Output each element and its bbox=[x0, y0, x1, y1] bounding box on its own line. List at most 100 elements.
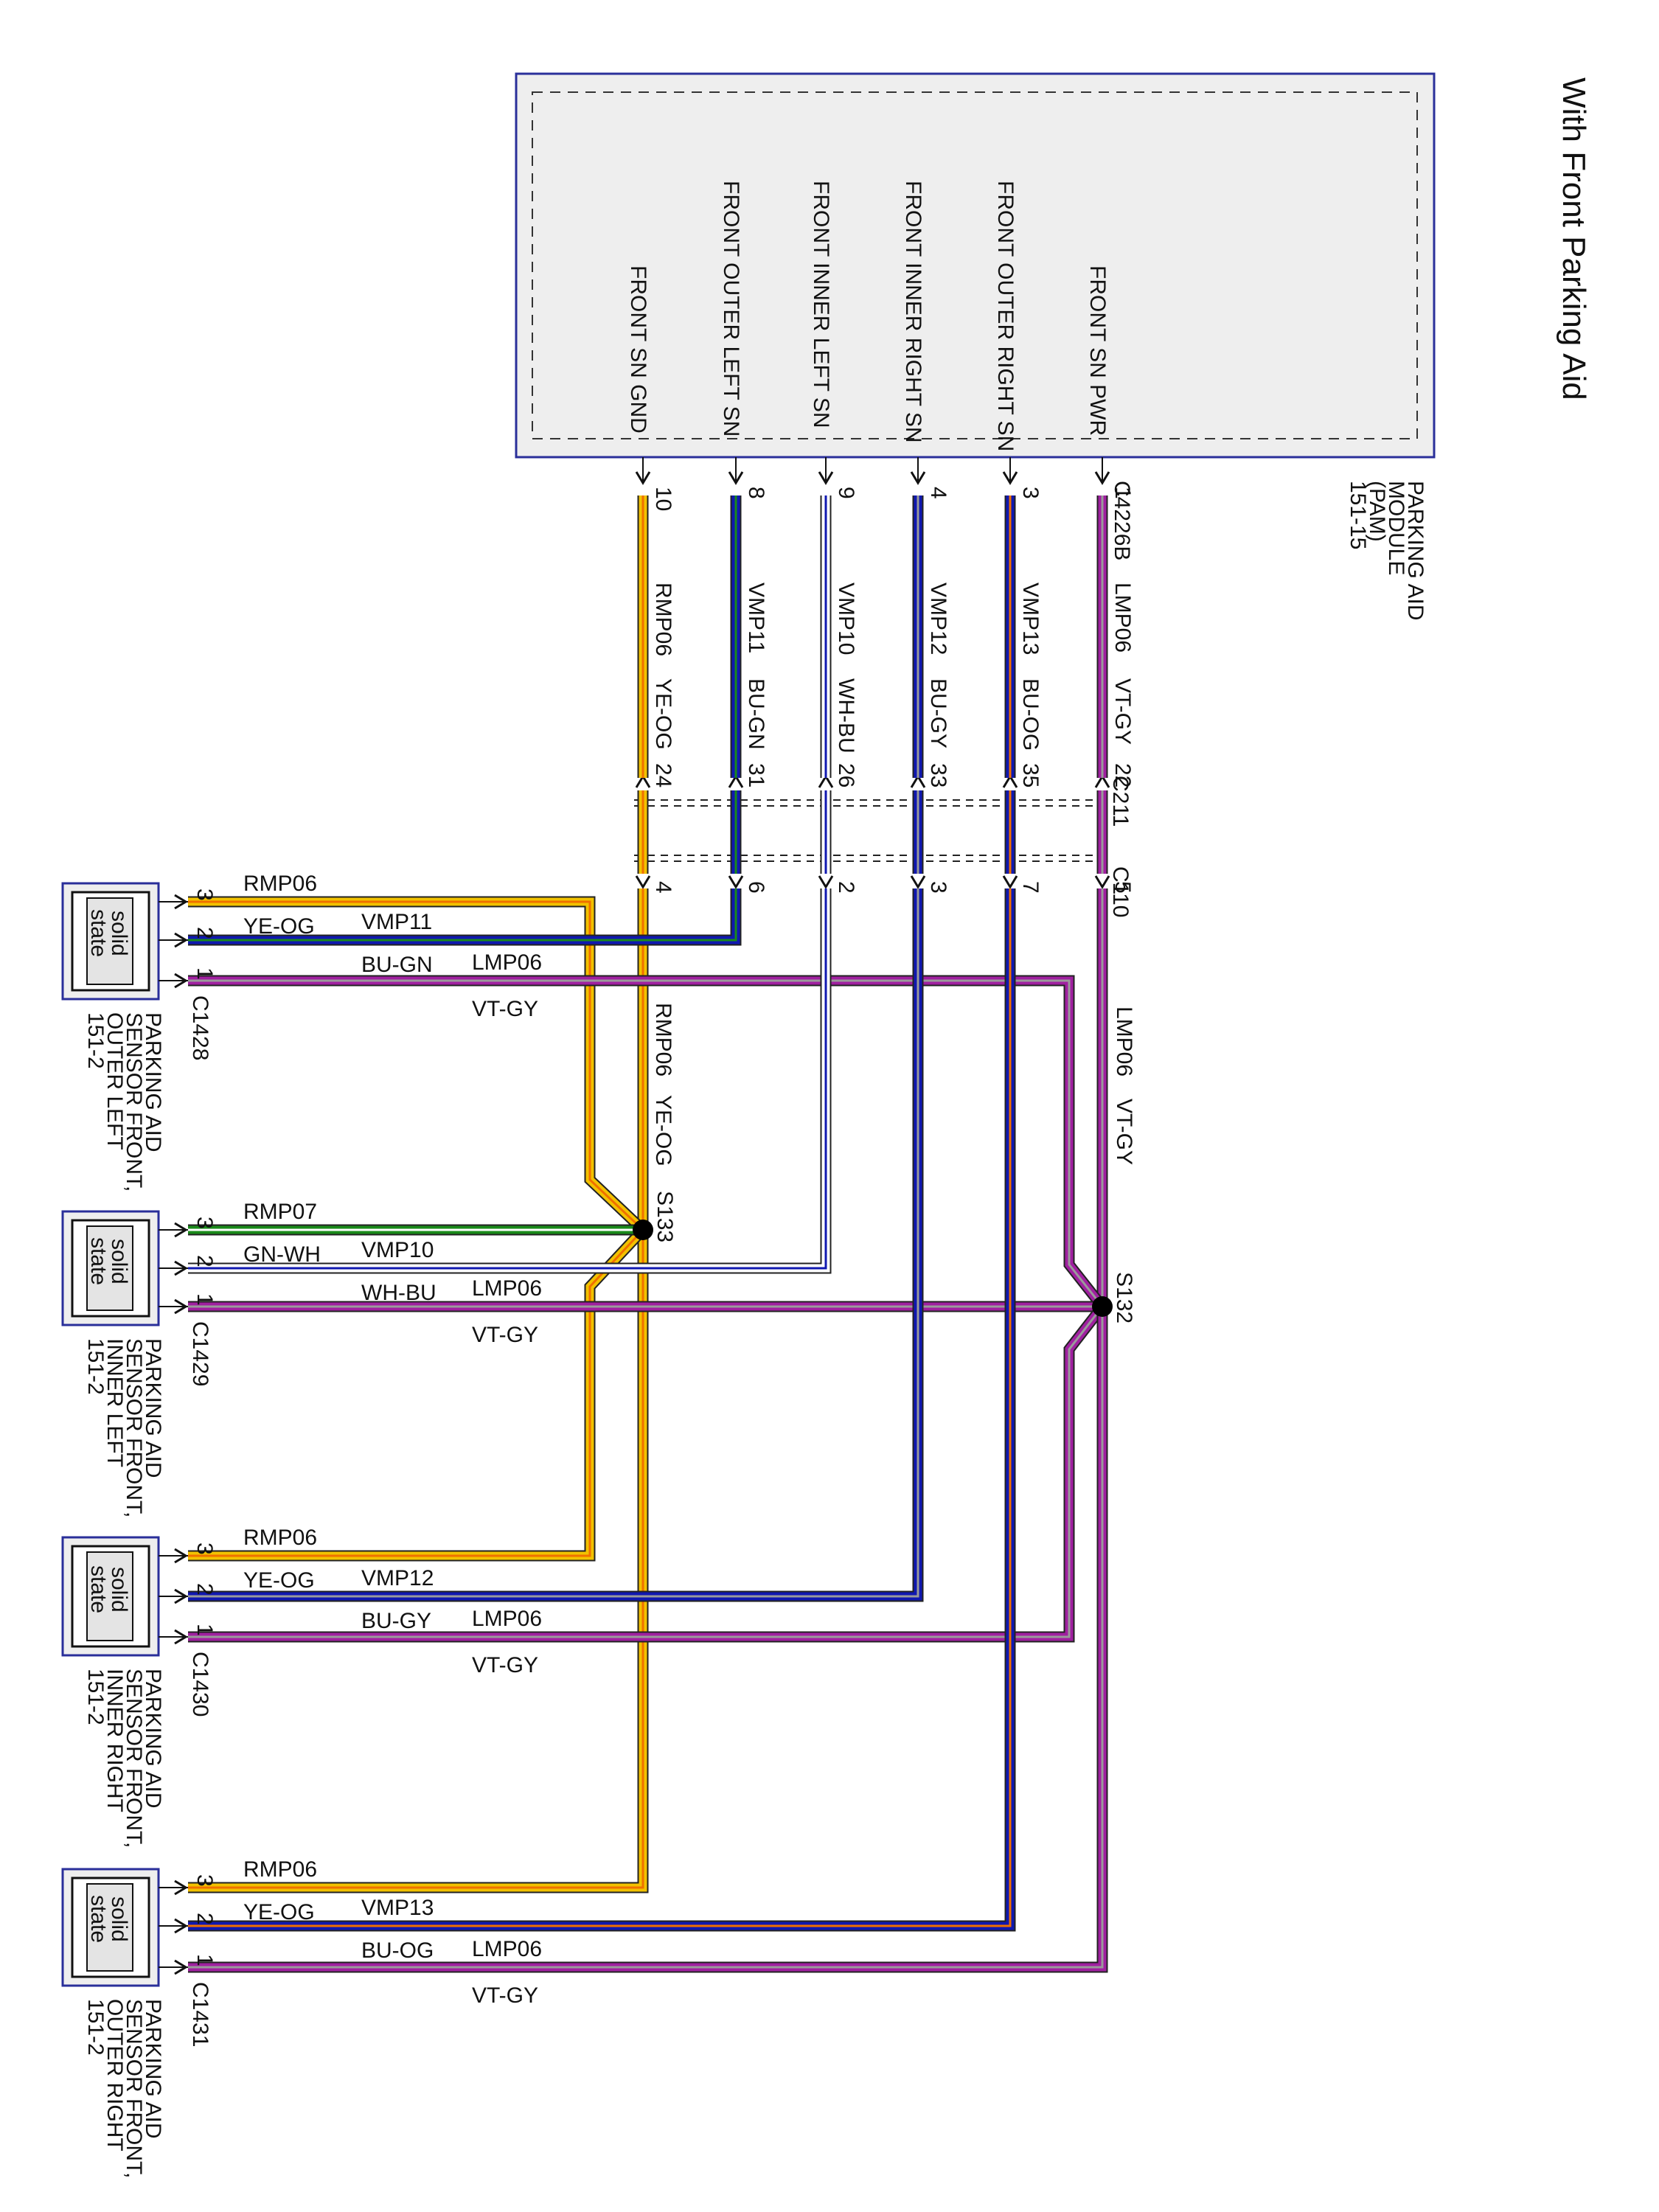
sensor-wire-circuit-label: VMP12 bbox=[361, 1566, 434, 1590]
sensor-wire-circuit-label: RMP06 bbox=[243, 1857, 317, 1882]
c110-pin-number: 7 bbox=[1018, 881, 1043, 894]
module-box bbox=[515, 72, 1436, 459]
solid-state-text: solid bbox=[107, 1896, 131, 1942]
module-pin-number: 9 bbox=[834, 487, 858, 499]
wire-rmp06-inner-right bbox=[188, 1227, 647, 1560]
sensor-name-line: INNER LEFT bbox=[102, 1338, 127, 1467]
module-pin-number: 4 bbox=[926, 487, 950, 499]
wire-rmp06-inner-right-outline bbox=[188, 1225, 647, 1562]
c211-pin-number: 31 bbox=[744, 763, 768, 787]
splice-s133: S133 bbox=[633, 1191, 677, 1242]
module-connector-label: C4226B bbox=[1110, 481, 1134, 560]
sensor-name-line: PARKING AID bbox=[141, 1338, 165, 1478]
sensor-name-line: 151-2 bbox=[83, 1012, 108, 1069]
module-label-line: MODULE bbox=[1384, 481, 1408, 575]
module-pin-number: 3 bbox=[1018, 487, 1043, 499]
module-label-line: (PAM) bbox=[1365, 481, 1389, 542]
solid-state-box bbox=[86, 897, 133, 985]
solid-state-text: state bbox=[86, 1565, 111, 1613]
wire-rmp06-outer-left-stripe bbox=[188, 900, 644, 1231]
sensor-connector-label: C1429 bbox=[188, 1321, 212, 1386]
module-label: PARKING AID MODULE (PAM) 151-15 bbox=[1346, 481, 1427, 621]
sensor-wire-color-label: YE-OG bbox=[243, 1568, 315, 1593]
sensor-pin-arrow bbox=[174, 894, 188, 910]
c211-pin-arrow bbox=[1094, 774, 1110, 788]
solid-state-box bbox=[86, 1225, 133, 1311]
harness-wire-color-label: BU-OG bbox=[1018, 678, 1043, 751]
sensor-wire-color-label: VT-GY bbox=[472, 1653, 538, 1677]
trunk-label-ye-og: YE-OG bbox=[651, 1095, 675, 1166]
harness-wire-color-label: BU-GY bbox=[926, 678, 950, 748]
harness-wire-circuit-label: VMP10 bbox=[834, 582, 858, 655]
sensor-wire-color-label: YE-OG bbox=[243, 914, 315, 939]
sensor-wire-color-label: BU-GN bbox=[361, 953, 433, 977]
wire-rmp06-outer-left bbox=[188, 897, 646, 1233]
sensor-wire-color-label: VT-GY bbox=[472, 997, 538, 1021]
sensor-pin-number: 1 bbox=[192, 967, 217, 980]
inline-connector-c211 bbox=[633, 799, 1107, 807]
sensor-pin-number: 1 bbox=[192, 1293, 217, 1306]
sensor-pin-arrow bbox=[174, 1588, 188, 1604]
sensor-name-line: SENSOR FRONT, bbox=[122, 1999, 146, 2178]
sensor-connector-label: C1428 bbox=[188, 995, 212, 1060]
solid-state-text: solid bbox=[107, 1239, 131, 1284]
c211-pin-arrow bbox=[910, 774, 926, 788]
module-pin-function-label: FRONT OUTER LEFT SN bbox=[719, 181, 743, 437]
c211-pin-number: 22 bbox=[1110, 763, 1135, 787]
c211-pin-arrow bbox=[818, 774, 834, 788]
sensor-pin-arrow bbox=[174, 1260, 188, 1276]
sensor-pin-number: 2 bbox=[192, 927, 217, 939]
c211-pin-number: 24 bbox=[651, 763, 675, 787]
c211-pin-number: 33 bbox=[926, 763, 950, 787]
wires bbox=[188, 495, 1108, 1973]
sensor-wire-color-label: WH-BU bbox=[361, 1281, 437, 1305]
sensor-wire-circuit-label: VMP11 bbox=[361, 910, 432, 934]
module-dashed-box bbox=[532, 91, 1418, 439]
sensor-pin-arrow bbox=[174, 1959, 188, 1975]
sensor-pin-number: 3 bbox=[192, 1874, 217, 1887]
c110-pin-arrow bbox=[1094, 875, 1110, 889]
c110-pin-arrow bbox=[818, 875, 834, 889]
c211-label: C211 bbox=[1108, 776, 1133, 827]
c211-pin-arrow bbox=[728, 774, 744, 788]
module-pin-number: 8 bbox=[744, 487, 768, 499]
module-pin-number: 1 bbox=[1110, 487, 1135, 499]
splice-s133-dot bbox=[633, 1220, 653, 1240]
solid-state-text: state bbox=[86, 1237, 111, 1285]
sensor-name-line: OUTER LEFT bbox=[102, 1012, 127, 1150]
sensor-wire-circuit-label: RMP06 bbox=[243, 872, 317, 896]
wire-lmp06-inner-right-stripe bbox=[188, 1306, 1104, 1638]
harness-wire-circuit-label: VMP12 bbox=[926, 582, 950, 655]
splice-s132-dot bbox=[1092, 1296, 1113, 1317]
splice-s132-label: S132 bbox=[1112, 1272, 1136, 1324]
c110-pin-number: 5 bbox=[1110, 881, 1135, 894]
trunk-label-lmp06: LMP06 bbox=[1112, 1006, 1136, 1077]
solid-state-box bbox=[86, 1883, 133, 1972]
sensor-pin-number: 1 bbox=[192, 1624, 217, 1636]
wire-vmp13-outline bbox=[188, 888, 1016, 1932]
sensor-name-line: SENSOR FRONT, bbox=[122, 1012, 146, 1192]
c110-label: C110 bbox=[1108, 866, 1133, 918]
wire-lmp06-outer-left-stripe bbox=[188, 979, 1104, 1307]
c110-pin-arrow bbox=[728, 875, 744, 889]
sensor-pin-arrow bbox=[174, 1548, 188, 1564]
sensor-pin-arrow bbox=[174, 1222, 188, 1238]
sensor-name-line: INNER RIGHT bbox=[102, 1669, 127, 1812]
harness-wire-color-label: WH-BU bbox=[834, 678, 858, 754]
module-pin-function-label: FRONT SN PWR bbox=[1085, 265, 1110, 436]
harness-wire-color-label: VT-GY bbox=[1110, 678, 1135, 745]
sensor-pin-arrow bbox=[174, 1629, 188, 1645]
sensor-pin-number: 2 bbox=[192, 1255, 217, 1267]
sensor-wire-color-label: YE-OG bbox=[243, 1900, 315, 1924]
c110-pin-number: 4 bbox=[651, 881, 675, 894]
wire-vmp10-stripe bbox=[188, 888, 827, 1270]
c110-pin-arrow bbox=[910, 875, 926, 889]
wire-vmp12-stripe bbox=[188, 888, 919, 1598]
harness-wire-circuit-label: LMP06 bbox=[1110, 582, 1135, 653]
solid-state-text: solid bbox=[107, 1567, 131, 1613]
sensor-wire-color-label: VT-GY bbox=[472, 1323, 538, 1347]
sensor-pin-number: 1 bbox=[192, 1954, 217, 1966]
